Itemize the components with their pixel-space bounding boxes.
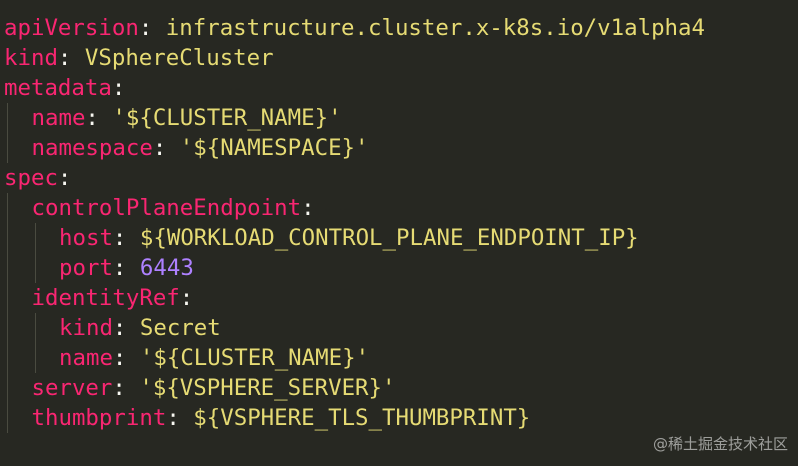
code-line: namespace: '${NAMESPACE}': [0, 133, 798, 163]
code-line: spec:: [0, 163, 798, 193]
indent-guide: [7, 313, 8, 343]
code-line: controlPlaneEndpoint:: [0, 193, 798, 223]
indent-guide: [7, 193, 8, 223]
indent-guide: [7, 253, 8, 283]
yaml-colon: :: [85, 105, 113, 131]
indent-guide: [34, 223, 36, 253]
yaml-key: spec: [4, 165, 58, 191]
yaml-key: kind: [59, 315, 113, 341]
yaml-key: thumbprint: [31, 405, 167, 431]
yaml-colon: :: [57, 165, 72, 191]
indent-guide: [7, 343, 8, 373]
yaml-key: port: [59, 255, 113, 281]
yaml-colon: :: [112, 315, 140, 341]
yaml-value: VSphereCluster: [84, 45, 274, 71]
yaml-value: infrastructure.cluster.x-k8s.io/v1alpha4: [165, 15, 705, 41]
yaml-value: '${CLUSTER_NAME}': [112, 105, 342, 131]
yaml-key: namespace: [31, 135, 153, 161]
yaml-key: name: [59, 345, 113, 371]
indent-guide: [7, 373, 8, 403]
code-line: name: '${CLUSTER_NAME}': [0, 343, 798, 373]
code-line: identityRef:: [0, 283, 798, 313]
yaml-key: host: [59, 225, 113, 251]
indent-guide: [7, 403, 8, 433]
code-line: server: '${VSPHERE_SERVER}': [0, 373, 798, 403]
yaml-colon: :: [152, 135, 180, 161]
yaml-value: ${VSPHERE_TLS_THUMBPRINT}: [193, 405, 531, 431]
indent-guide: [7, 133, 8, 163]
code-line: host: ${WORKLOAD_CONTROL_PLANE_ENDPOINT_…: [0, 223, 798, 253]
indent-guide: [34, 343, 36, 373]
yaml-colon: :: [112, 225, 140, 251]
indent-guide: [7, 223, 8, 253]
yaml-value: 6443: [139, 255, 194, 281]
yaml-colon: :: [112, 255, 140, 281]
yaml-colon: :: [111, 75, 126, 101]
code-line: port: 6443: [0, 253, 798, 283]
yaml-colon: :: [301, 195, 315, 221]
code-line: thumbprint: ${VSPHERE_TLS_THUMBPRINT}: [0, 403, 798, 433]
watermark-text: @稀土掘金技术社区: [652, 435, 788, 453]
yaml-colon: :: [166, 405, 194, 431]
yaml-value: ${WORKLOAD_CONTROL_PLANE_ENDPOINT_IP}: [139, 225, 639, 251]
yaml-colon: :: [112, 375, 140, 401]
yaml-key: name: [31, 105, 86, 131]
code-line: name: '${CLUSTER_NAME}': [0, 103, 798, 133]
yaml-key: controlPlaneEndpoint: [31, 195, 302, 221]
yaml-key: apiVersion: [4, 15, 139, 41]
indent-guide: [7, 283, 8, 313]
code-line: apiVersion: infrastructure.cluster.x-k8s…: [0, 13, 798, 43]
yaml-key: identityRef: [31, 285, 180, 311]
code-line: metadata:: [0, 73, 798, 103]
yaml-key: server: [31, 375, 113, 401]
yaml-key: kind: [4, 45, 58, 71]
indent-guide: [34, 313, 36, 343]
yaml-colon: :: [179, 285, 194, 311]
yaml-value: '${CLUSTER_NAME}': [139, 345, 370, 371]
code-editor: apiVersion: infrastructure.cluster.x-k8s…: [0, 13, 798, 433]
indent-guide: [7, 103, 8, 133]
yaml-colon: :: [57, 45, 85, 71]
yaml-key: metadata: [4, 75, 112, 101]
yaml-value: '${VSPHERE_SERVER}': [139, 375, 396, 401]
code-line: kind: Secret: [0, 313, 798, 343]
code-line: kind: VSphereCluster: [0, 43, 798, 73]
yaml-colon: :: [138, 15, 166, 41]
yaml-value: '${NAMESPACE}': [179, 135, 369, 161]
yaml-value: Secret: [139, 315, 221, 341]
yaml-colon: :: [112, 345, 140, 371]
indent-guide: [34, 253, 36, 283]
